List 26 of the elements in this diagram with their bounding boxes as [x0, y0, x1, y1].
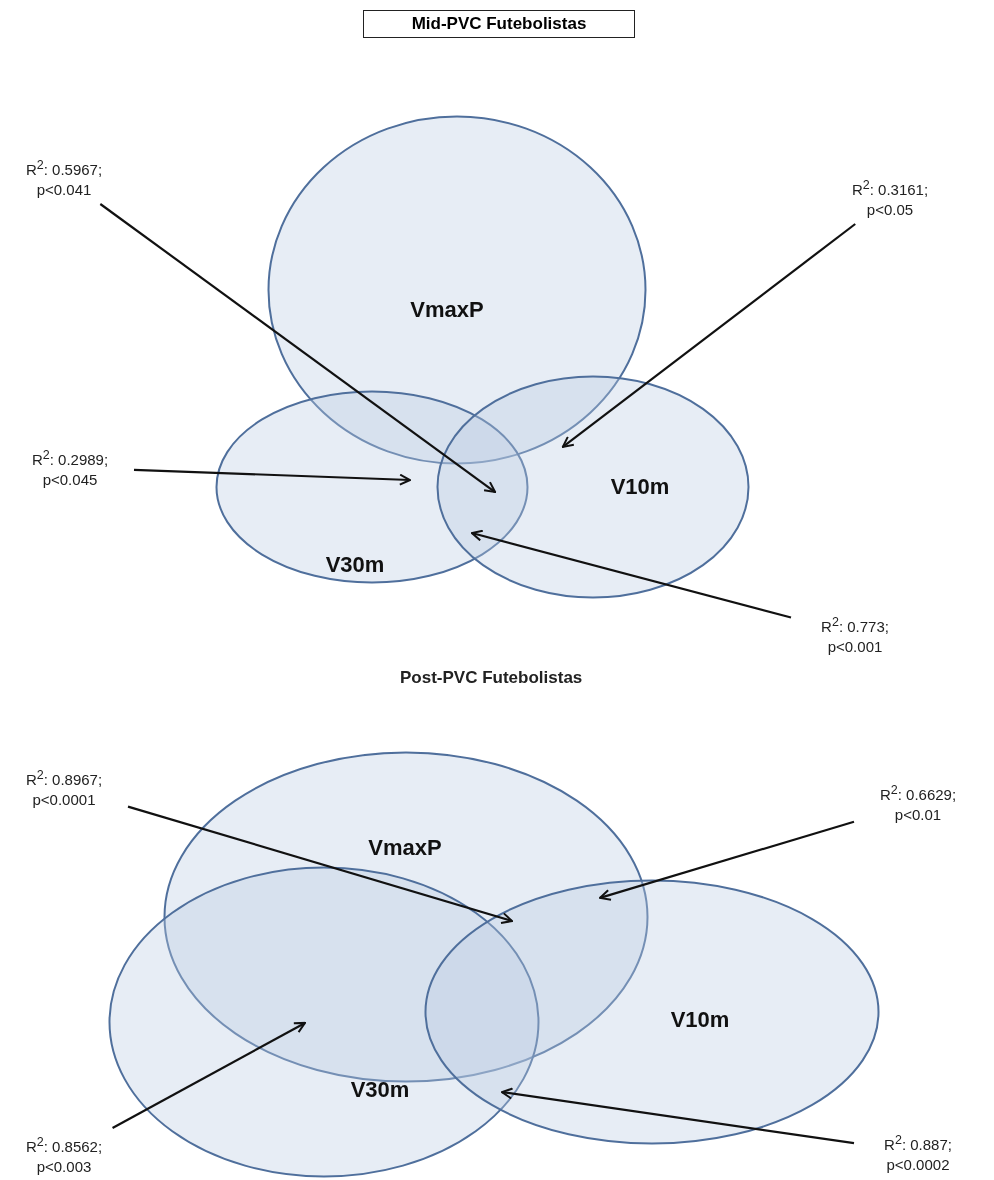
statistic-label: R$^{2}$: 0.887; p<0.0002 [858, 1130, 978, 1175]
leader-arrow [470, 529, 792, 619]
set-label: VmaxP [410, 297, 484, 323]
leader-arrow [133, 468, 411, 486]
leader-arrow [99, 203, 497, 494]
leader-arrow [501, 1087, 855, 1145]
statistic-label: R$^{2}$: 0.8562; p<0.003 [4, 1132, 124, 1177]
set-label: VmaxP [368, 835, 442, 861]
panel-heading: Post-PVC Futebolistas [400, 668, 583, 688]
leader-arrow [561, 223, 856, 448]
set-label: V10m [670, 1007, 730, 1033]
statistic-label: R$^{2}$: 0.8967; p<0.0001 [4, 765, 124, 810]
leader-arrow [599, 820, 855, 901]
venn-ellipse [424, 879, 880, 1145]
set-label: V30m [350, 1077, 410, 1103]
leader-arrow [127, 805, 513, 924]
title-box: Mid-PVC Futebolistas [363, 10, 635, 38]
leader-arrow [112, 1021, 306, 1129]
set-label: V30m [325, 552, 385, 578]
statistic-label: R$^{2}$: 0.2989; p<0.045 [10, 445, 130, 490]
venn-ellipse [436, 375, 750, 599]
statistic-label: R$^{2}$: 0.3161; p<0.05 [830, 175, 950, 220]
set-label: V10m [610, 474, 670, 500]
statistic-label: R$^{2}$: 0.5967; p<0.041 [4, 155, 124, 200]
statistic-label: R$^{2}$: 0.6629; p<0.01 [858, 780, 978, 825]
statistic-label: R$^{2}$: 0.773; p<0.001 [795, 612, 915, 657]
